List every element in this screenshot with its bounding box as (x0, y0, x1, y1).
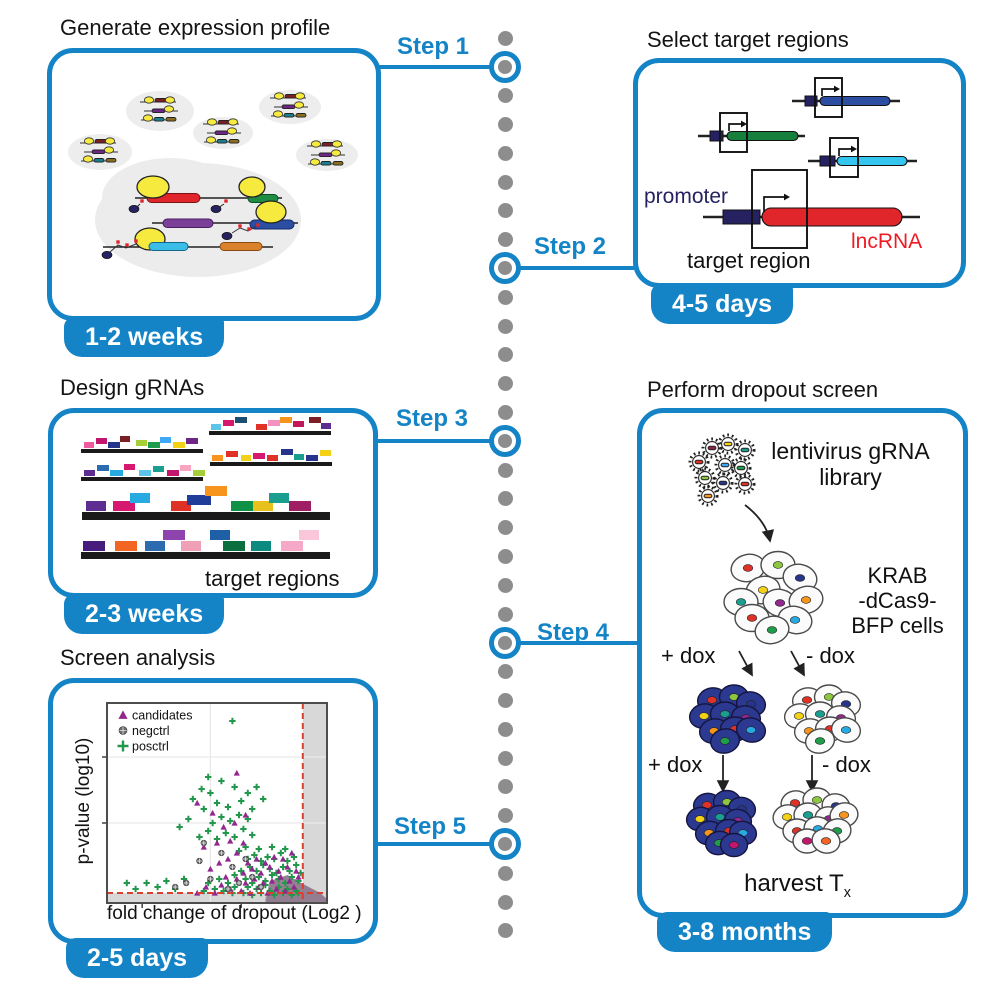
timeline-dot (497, 808, 513, 824)
timeline-dot (497, 577, 513, 593)
lncrna-label: lncRNA (851, 230, 923, 253)
timeline-dot (497, 116, 513, 132)
timeline-dot (498, 60, 512, 74)
harvest-text: harvest T (744, 870, 844, 897)
panel-grnas-title: Design gRNAs (60, 375, 205, 400)
cells-label-line2: -dCas9- (858, 588, 937, 613)
timeline-dot (497, 664, 513, 680)
step1-timeline-marker (489, 51, 521, 83)
promoter-label: promoter (644, 185, 729, 208)
step5-label: Step 5 (394, 813, 467, 840)
timeline-dot (498, 261, 512, 275)
svg-text:negctrl: negctrl (132, 724, 170, 738)
step5-timeline-marker (489, 828, 521, 860)
timeline-dot (498, 434, 512, 448)
timeline-dot (497, 318, 513, 334)
svg-text:posctrl: posctrl (132, 740, 169, 754)
grna-tiling-illustration (81, 417, 332, 559)
plus-dox-label-1: + dox (661, 643, 716, 668)
expression-cells-illustration (68, 90, 358, 277)
timeline-dot (497, 491, 513, 507)
timeline-dot (497, 30, 513, 46)
target-regions-illustration (698, 77, 920, 249)
badge-targets-duration: 4-5 days (651, 284, 794, 324)
cells-label-line3: BFP cells (851, 613, 944, 638)
panel-analysis-title: Screen analysis (60, 645, 216, 670)
step4-connector-line (519, 641, 639, 645)
timeline-dot (497, 606, 513, 622)
timeline-dot (497, 88, 513, 104)
step4-label: Step 4 (537, 619, 610, 646)
timeline-dot (497, 894, 513, 910)
timeline-dot (497, 750, 513, 766)
timeline-dot (497, 203, 513, 219)
minus-dox-label-1: - dox (806, 643, 855, 668)
dropout-screen-illustration (685, 433, 862, 858)
lentivirus-label-line1: lentivirus gRNA (771, 438, 930, 464)
krab-dcas9-bfp-label: KRAB -dCas9- BFP cells (845, 563, 950, 638)
timeline-dot (497, 462, 513, 478)
timeline-dot (497, 692, 513, 708)
lentivirus-library-label: lentivirus gRNA library (758, 438, 943, 490)
plus-dox-label-2: + dox (648, 752, 703, 777)
grna-caption: target regions (205, 566, 340, 591)
step1-label: Step 1 (397, 33, 470, 60)
panel-expression-title: Generate expression profile (60, 15, 331, 40)
timeline-dot (497, 865, 513, 881)
panel-targets (633, 58, 966, 288)
lentivirus-label-line2: library (819, 464, 882, 490)
panel-targets-title: Select target regions (647, 27, 849, 52)
badge-dropout-duration: 3-8 months (657, 912, 833, 952)
minus-dox-label-2: - dox (822, 752, 871, 777)
timeline-dot (498, 636, 512, 650)
step2-connector-line (519, 266, 637, 270)
scatter-x-axis-label: fold change of dropout (Log2 ) (107, 903, 362, 924)
badge-expression-duration: 1-2 weeks (64, 317, 225, 357)
timeline-dot (497, 347, 513, 363)
timeline-dot (497, 174, 513, 190)
timeline-dot (498, 837, 512, 851)
target-region-label: target region (687, 248, 811, 273)
timeline-dot (497, 721, 513, 737)
timeline-dot (497, 404, 513, 420)
badge-grnas-duration: 2-3 weeks (64, 594, 225, 634)
step2-label: Step 2 (534, 233, 607, 260)
timeline-dot (497, 145, 513, 161)
step2-timeline-marker (489, 252, 521, 284)
step1-connector-line (378, 65, 490, 69)
timeline-dot (497, 923, 513, 939)
badge-analysis-duration: 2-5 days (66, 938, 209, 978)
panel-dropout-title: Perform dropout screen (647, 377, 879, 402)
step3-connector-line (376, 439, 490, 443)
svg-text:candidates: candidates (132, 709, 192, 723)
timeline-dot (497, 520, 513, 536)
step5-connector-line (376, 842, 490, 846)
step3-timeline-marker (489, 425, 521, 457)
step3-label: Step 3 (396, 405, 469, 432)
harvest-subscript: x (843, 884, 851, 901)
timeline-dot (497, 548, 513, 564)
cells-label-line1: KRAB (867, 563, 928, 588)
timeline-dot (497, 376, 513, 392)
harvest-label: harvest Tx (715, 870, 880, 901)
timeline-dot (497, 232, 513, 248)
timeline-dot (497, 289, 513, 305)
step4-timeline-marker (489, 627, 521, 659)
timeline-dot (497, 779, 513, 795)
